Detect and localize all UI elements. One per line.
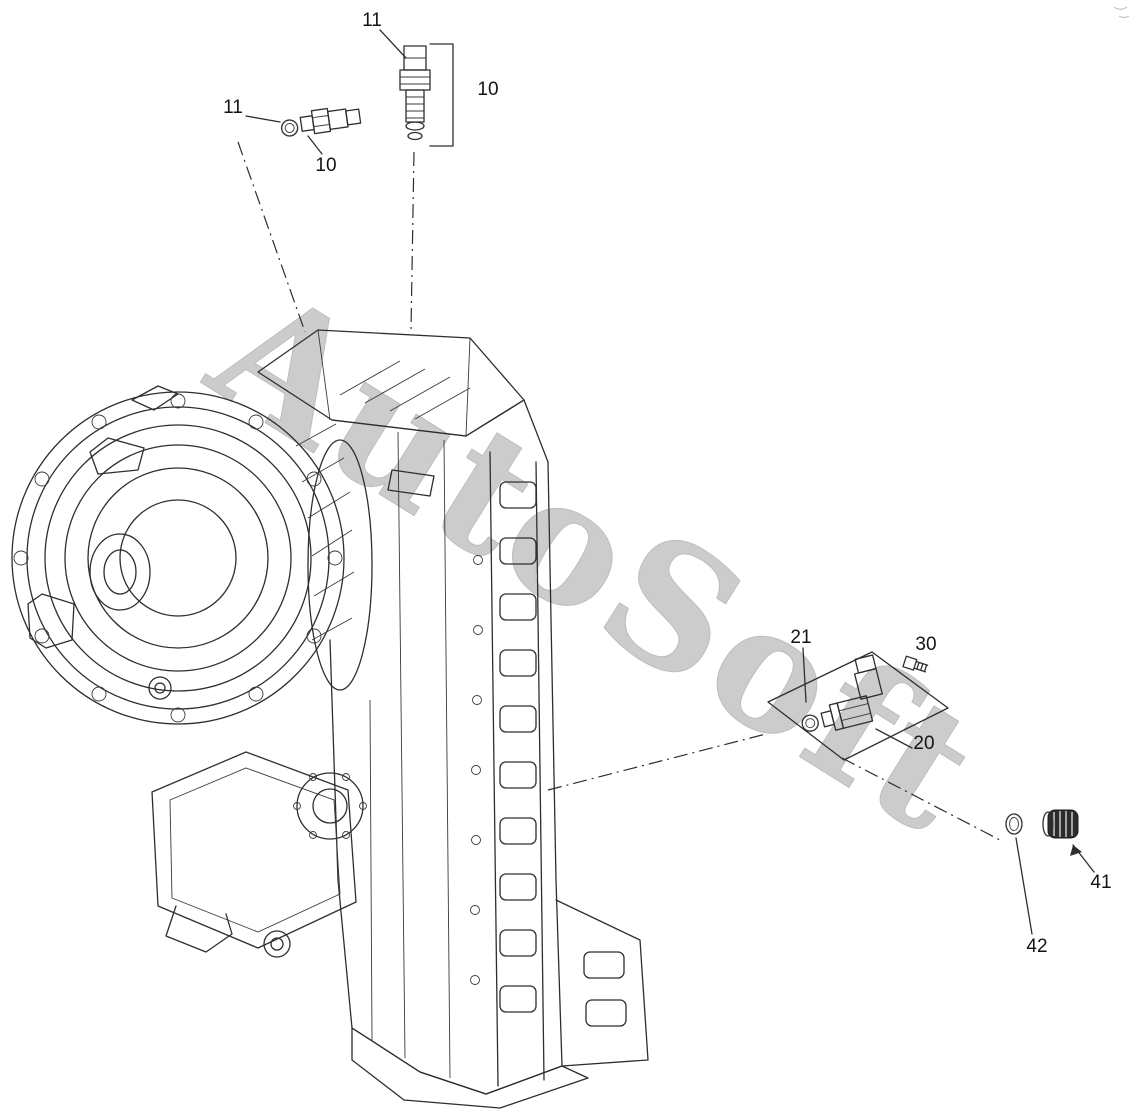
sensor-boss: [387, 469, 435, 497]
callout-42[interactable]: 42: [1026, 936, 1047, 957]
o-ring-icon: [280, 119, 299, 137]
leader-lines: [237, 29, 1095, 935]
plug-group: [1005, 809, 1079, 839]
arrowhead: [1070, 845, 1082, 856]
o-ring-icon: [1005, 813, 1023, 835]
watermark: AutoSoft: [179, 248, 1013, 871]
speed-sensor-group: [767, 651, 949, 761]
gear-case: [257, 329, 649, 1109]
label-bracket: [429, 43, 454, 147]
o-ring-icon: [801, 714, 819, 732]
callout-30[interactable]: 30: [915, 634, 936, 655]
callout-21[interactable]: 21: [790, 627, 811, 648]
bell-housing: [11, 385, 373, 725]
output-flange: [296, 772, 364, 840]
case-bolts: [470, 555, 483, 985]
callout-41[interactable]: 41: [1090, 872, 1111, 893]
housing-bracket: [89, 437, 145, 475]
plug-icon: [1042, 809, 1079, 839]
scan-artifact: [1113, 6, 1130, 18]
callout-10-top-middle[interactable]: 10: [477, 79, 498, 100]
sensor-connector: [345, 108, 362, 126]
speed-sensor-connector: [854, 654, 877, 674]
housing-lug: [27, 593, 75, 649]
output-housing: [151, 751, 367, 958]
mounting-plate-outline: [767, 651, 949, 761]
sensor-top-left: [280, 107, 362, 137]
case-ribs: [499, 481, 537, 1013]
clutch-detail: [295, 423, 355, 641]
callout-10-top-left[interactable]: 10: [315, 155, 336, 176]
sensor-top-middle: [399, 43, 454, 147]
flange-bolts: [293, 773, 367, 839]
callout-11-top-middle[interactable]: 11: [362, 10, 382, 31]
speed-sensor-body: [836, 695, 874, 729]
o-ring-icon: [407, 131, 423, 141]
transmission-assembly-drawing: [11, 329, 649, 1109]
callout-11-top-left[interactable]: 11: [223, 97, 243, 118]
callouts: 11 10 11 10 21 30 20 41 42: [223, 10, 1111, 957]
bolt-icon: [902, 655, 929, 673]
case-ribs-lower: [583, 951, 627, 1027]
bolt-holes: [13, 393, 343, 723]
oil-pan: [351, 1027, 589, 1109]
sensor-hex-nut: [399, 69, 431, 91]
callout-20[interactable]: 20: [913, 733, 934, 754]
